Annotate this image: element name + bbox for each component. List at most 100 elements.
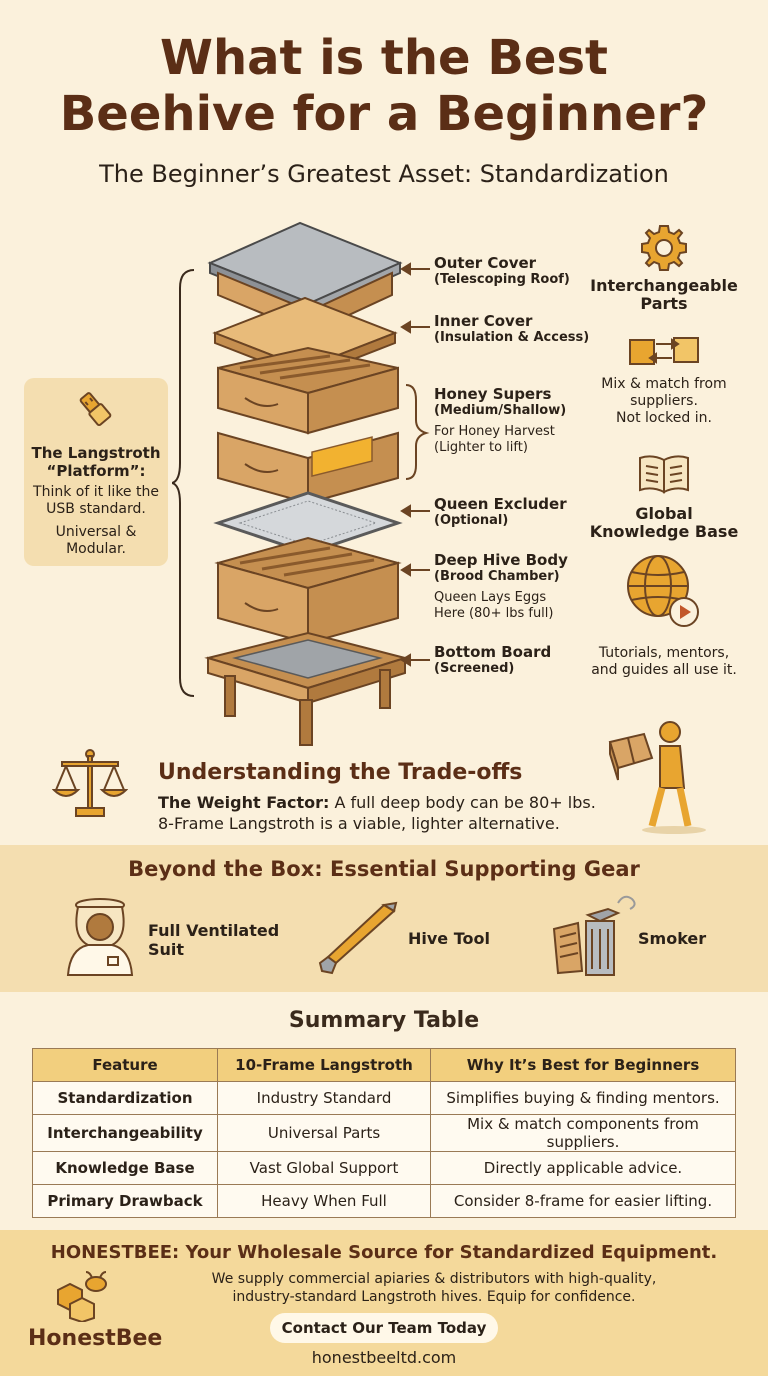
tradeoffs-heading: Understanding the Trade-offs xyxy=(158,760,523,785)
gear-heading: Beyond the Box: Essential Supporting Gea… xyxy=(128,857,640,881)
queen-excluder-sub: (Optional) xyxy=(434,513,509,528)
queen-excluder-title: Queen Excluder xyxy=(434,495,567,513)
table-cell: Standardization xyxy=(32,1081,218,1115)
hive-illustration xyxy=(204,221,409,746)
table-row: Knowledge Base Vast Global Support Direc… xyxy=(32,1151,736,1185)
label-outer-cover: Outer Cover (Telescoping Roof) xyxy=(434,254,604,288)
contact-button[interactable]: Contact Our Team Today xyxy=(270,1313,498,1343)
honey-supers-note-1: For Honey Harvest xyxy=(434,424,555,439)
usb-icon xyxy=(79,392,112,427)
parts-text: Mix & match from suppliers. Not locked i… xyxy=(588,376,740,427)
platform-title-2: “Platform”: xyxy=(46,462,146,480)
label-bottom-board: Bottom Board (Screened) xyxy=(434,643,604,677)
queen-excluder-layer xyxy=(213,491,403,555)
table-cell: Consider 8-frame for easier lifting. xyxy=(430,1184,736,1218)
bottom-board-layer xyxy=(204,631,409,746)
inner-cover-title: Inner Cover xyxy=(434,312,533,330)
table-header-feature: Feature xyxy=(32,1048,218,1082)
scales-icon xyxy=(52,749,128,817)
table-row: Primary Drawback Heavy When Full Conside… xyxy=(32,1184,736,1218)
suit-label-2: Suit xyxy=(148,940,185,959)
deep-body-note-2: Here (80+ lbs full) xyxy=(434,606,554,621)
book-icon xyxy=(639,455,689,494)
parts-title-1: Interchangeable xyxy=(590,276,738,295)
honey-supers-sub: (Medium/Shallow) xyxy=(434,403,567,418)
table-cell: Directly applicable advice. xyxy=(430,1151,736,1185)
kb-title-1: Global xyxy=(635,504,693,523)
table-row: Interchangeability Universal Parts Mix &… xyxy=(32,1114,736,1152)
label-honey-supers: Honey Supers (Medium/Shallow) For Honey … xyxy=(434,385,604,456)
boxes-exchange-icon xyxy=(629,337,699,365)
table-cell: Knowledge Base xyxy=(32,1151,218,1185)
page-title: What is the Best Beehive for a Beginner? xyxy=(0,30,768,142)
table-cell: Interchangeability xyxy=(32,1114,218,1152)
platform-title-1: The Langstroth xyxy=(31,444,161,462)
label-arrows xyxy=(400,262,430,667)
footer: HONESTBEE: Your Wholesale Source for Sta… xyxy=(0,1230,768,1376)
platform-callout: The Langstroth “Platform”: Think of it l… xyxy=(24,378,168,566)
smoker-label: Smoker xyxy=(638,929,707,948)
honey-supers-title: Honey Supers xyxy=(434,385,552,403)
kb-text-2: and guides all use it. xyxy=(591,662,737,678)
page-subtitle: The Beginner’s Greatest Asset: Standardi… xyxy=(99,160,669,188)
label-queen-excluder: Queen Excluder (Optional) xyxy=(434,495,604,529)
platform-text-3: Universal & xyxy=(55,524,137,540)
gear-section: Beyond the Box: Essential Supporting Gea… xyxy=(0,845,768,992)
footer-text-2: industry-standard Langstroth hives. Equi… xyxy=(232,1289,636,1305)
parts-text-3: Not locked in. xyxy=(616,410,712,426)
deep-body-title: Deep Hive Body xyxy=(434,551,568,569)
summary-heading: Summary Table xyxy=(288,1008,480,1033)
stack-brace xyxy=(172,269,195,697)
platform-text-4: Modular. xyxy=(66,541,126,557)
table-cell: Heavy When Full xyxy=(217,1184,431,1218)
summary-table: Feature 10-Frame Langstroth Why It’s Bes… xyxy=(32,1048,736,1218)
table-header-langstroth: 10-Frame Langstroth xyxy=(217,1048,431,1082)
suit-label-1: Full Ventilated xyxy=(148,921,280,940)
hive-tool-label: Hive Tool xyxy=(408,929,490,948)
footer-text-1: We supply commercial apiaries & distribu… xyxy=(211,1271,657,1287)
hive-tool-icon xyxy=(318,901,398,975)
footer-url-link[interactable]: honestbeeltd.com xyxy=(311,1348,457,1367)
table-header-row: Feature 10-Frame Langstroth Why It’s Bes… xyxy=(32,1048,736,1082)
honey-super-1 xyxy=(217,346,399,435)
parts-text-1: Mix & match from xyxy=(601,376,727,392)
footer-text: We supply commercial apiaries & distribu… xyxy=(150,1270,718,1306)
smoker-icon xyxy=(552,895,636,976)
table-row: Standardization Industry Standard Simpli… xyxy=(32,1081,736,1115)
suit-label: Full Ventilated Suit xyxy=(148,921,279,959)
tradeoffs-line-1: A full deep body can be 80+ lbs. xyxy=(329,793,596,812)
deep-body-sub: (Brood Chamber) xyxy=(434,569,560,584)
tradeoffs-text: The Weight Factor: A full deep body can … xyxy=(158,792,618,834)
platform-text-1: Think of it like the xyxy=(33,484,159,500)
kb-title: Global Knowledge Base xyxy=(588,505,740,541)
table-cell: Simplifies buying & finding mentors. xyxy=(430,1081,736,1115)
beekeeper-suit-icon xyxy=(66,898,134,976)
globe-video-icon xyxy=(627,555,699,627)
kb-title-2: Knowledge Base xyxy=(589,522,739,541)
kb-text: Tutorials, mentors, and guides all use i… xyxy=(588,645,740,679)
table-cell: Mix & match components from suppliers. xyxy=(430,1114,736,1152)
parts-title-2: Parts xyxy=(640,294,688,313)
label-inner-cover: Inner Cover (Insulation & Access) xyxy=(434,312,604,346)
honestbee-logo-icon xyxy=(57,1271,107,1322)
parts-text-2: suppliers. xyxy=(630,393,698,409)
table-cell: Industry Standard xyxy=(217,1081,431,1115)
honey-supers-note-2: (Lighter to lift) xyxy=(434,440,528,455)
honey-super-2 xyxy=(217,431,399,505)
kb-text-1: Tutorials, mentors, xyxy=(598,645,730,661)
tradeoffs-bold: The Weight Factor: xyxy=(158,793,330,812)
inner-cover-sub: (Insulation & Access) xyxy=(434,330,590,345)
table-cell: Vast Global Support xyxy=(217,1151,431,1185)
footer-brand: HonestBee xyxy=(28,1326,163,1351)
deep-body-layer xyxy=(214,536,402,645)
table-cell: Primary Drawback xyxy=(32,1184,218,1218)
platform-text-2: USB standard. xyxy=(46,501,146,517)
tradeoffs-line-2: 8-Frame Langstroth is a viable, lighter … xyxy=(158,814,560,833)
gear-icon xyxy=(641,225,687,271)
label-deep-body: Deep Hive Body (Brood Chamber) Queen Lay… xyxy=(434,551,604,622)
parts-title: Interchangeable Parts xyxy=(588,277,740,313)
title-line-2: Beehive for a Beginner? xyxy=(59,86,709,142)
footer-headline: HONESTBEE: Your Wholesale Source for Sta… xyxy=(50,1242,718,1263)
table-cell: Universal Parts xyxy=(217,1114,431,1152)
bottom-board-sub: (Screened) xyxy=(434,661,515,676)
